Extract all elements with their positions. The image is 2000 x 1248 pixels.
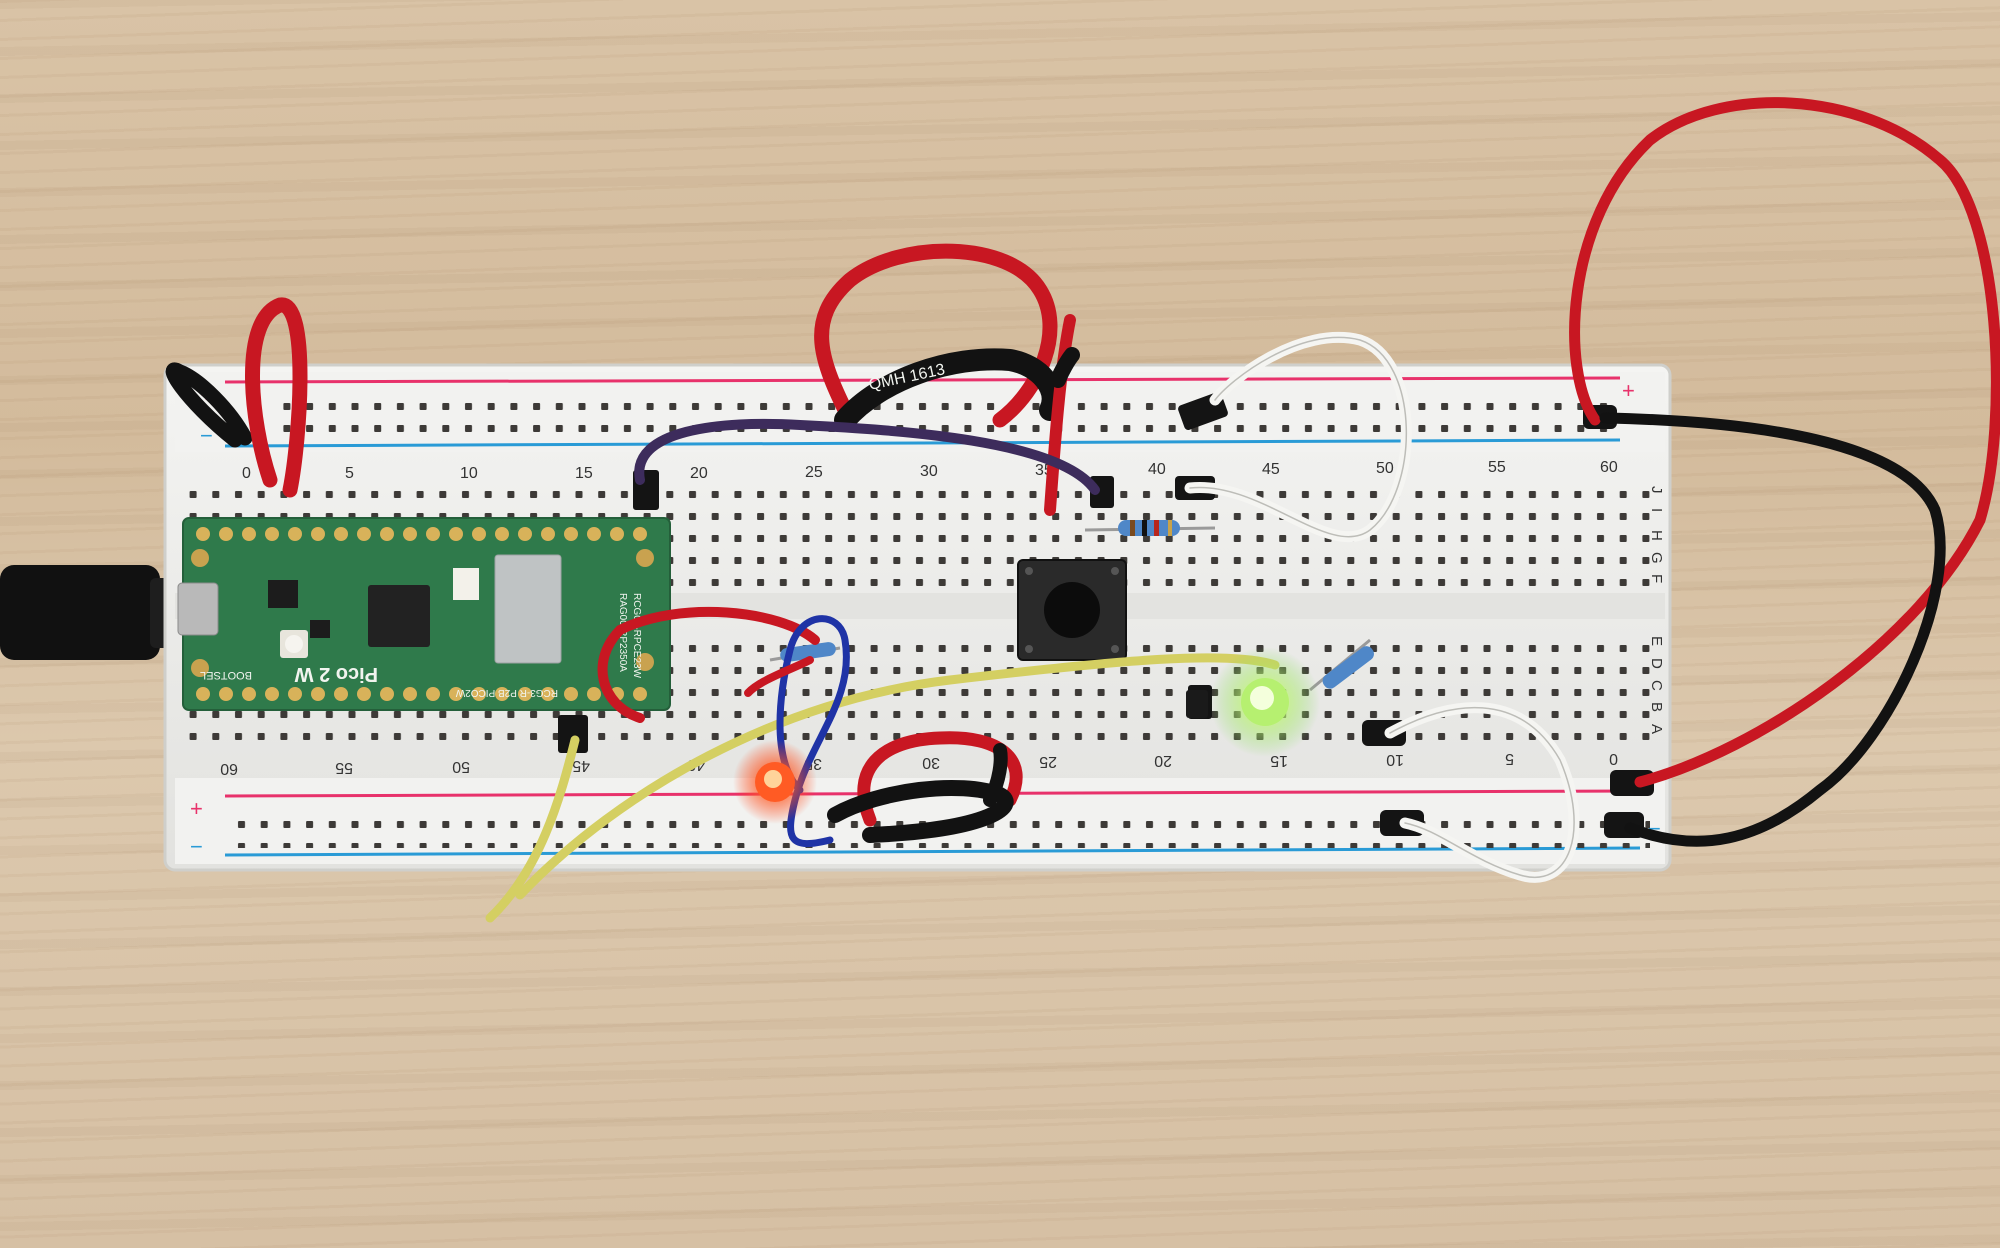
black-wire-bottom-loop [827,780,1014,843]
row-letter: G [1648,552,1665,564]
purple-wire [634,418,1100,495]
resistor-green-led [1309,638,1374,692]
mounting-hole [191,549,209,567]
bottom-number: 0 [1609,750,1618,767]
rail-minus-bottom-left: − [190,834,203,859]
top-number: 50 [1376,460,1394,477]
top-rail-holes [275,395,1615,439]
top-column-numbers: 0 5 10 15 20 25 30 35 40 45 50 55 60 [242,459,1618,482]
black-cable-top [834,348,1064,431]
red-wire-left-loop [245,297,308,498]
top-number: 25 [805,464,823,481]
pico-header-bottom [196,687,647,701]
yellow-wire-short [485,735,580,923]
top-number: 10 [460,465,478,482]
white-wire-top-edge [1189,336,1408,538]
black-wire-left-loop [165,362,253,448]
debug-connector [453,568,479,600]
row-letter: B [1648,702,1665,712]
green-led-leg-connector [1186,690,1208,718]
mounting-hole [636,549,654,567]
green-led [1210,647,1320,757]
row-letter: H [1648,530,1665,541]
pico-header-top [196,527,647,541]
bottom-number: 55 [335,759,353,776]
bottom-negative-line [224,846,1641,857]
row-letter: I [1648,508,1665,512]
bottom-number: 50 [452,758,470,775]
top-number: 20 [690,465,708,482]
pico-model-label: Pico 2 W [295,663,378,685]
red-wire-long-right [1569,97,2000,788]
bottom-number: 5 [1505,750,1514,767]
bottom-number: 60 [220,760,238,777]
bottom-number: 45 [572,757,590,774]
row-letter: F [1648,574,1665,583]
red-wire-led [744,656,814,697]
top-number: 55 [1488,459,1506,476]
wifi-module-shield [494,554,562,664]
tactile-push-button [1017,559,1127,661]
row-letter: D [1648,658,1665,669]
top-number: 45 [1262,461,1280,478]
top-number: 30 [920,463,938,480]
pico-board: BOOTSEL Pico 2 W RAG00-RP2350A RCG00-RPC… [177,517,671,711]
top-number: 15 [575,465,593,482]
rp2350-chip [368,585,430,647]
bootsel-label: BOOTSEL [200,669,252,681]
bootsel-button-cap [285,635,303,653]
red-wire-pico-loop [597,606,820,723]
jumper-wires [165,97,2000,923]
red-wire-bottom-loop [857,731,1023,827]
red-wire-top-loop [814,243,1058,428]
row-letters: J I H G F E D C B A [1648,486,1665,734]
resistor-top [1084,520,1216,536]
row-letter: A [1648,724,1665,734]
red-wire-col35 [1044,314,1076,516]
top-number: 5 [345,465,354,482]
black-wire-stub [1050,347,1080,388]
mounting-hole [191,659,209,677]
regulator-chip [310,620,330,638]
bottom-number: 30 [922,754,940,771]
row-letter: J [1648,486,1665,494]
pico-side-text-2: RCG00-RPCE23W [631,593,642,679]
black-wire-bottom-stub [983,743,1008,807]
bottom-number: 15 [1270,752,1288,769]
mounting-hole [636,653,654,671]
red-led [733,740,817,824]
rail-plus-bottom-left: + [190,796,203,821]
rail-plus-top-right: + [1622,378,1635,403]
row-letter: E [1648,636,1665,646]
bottom-column-numbers: 60 55 50 45 40 35 30 25 20 15 10 5 0 [220,750,1618,777]
micro-usb-port [177,582,219,636]
pico-bottom-text: RCG3-R P2B PICO2W [455,687,558,698]
rail-minus-top-left: − [200,423,213,448]
white-wire-bottom-edge [1389,706,1575,878]
top-number: 60 [1600,459,1618,476]
top-number: 40 [1148,461,1166,478]
bottom-number: 20 [1154,752,1172,769]
yellow-wire-long [515,653,1280,900]
bottom-number: 25 [1039,753,1057,770]
top-negative-line [224,438,1621,448]
bottom-number: 10 [1386,751,1404,768]
black-wire-long-right [1599,412,1946,847]
top-number: 0 [242,465,251,482]
flash-chip [268,580,298,608]
row-letter: C [1648,680,1665,691]
